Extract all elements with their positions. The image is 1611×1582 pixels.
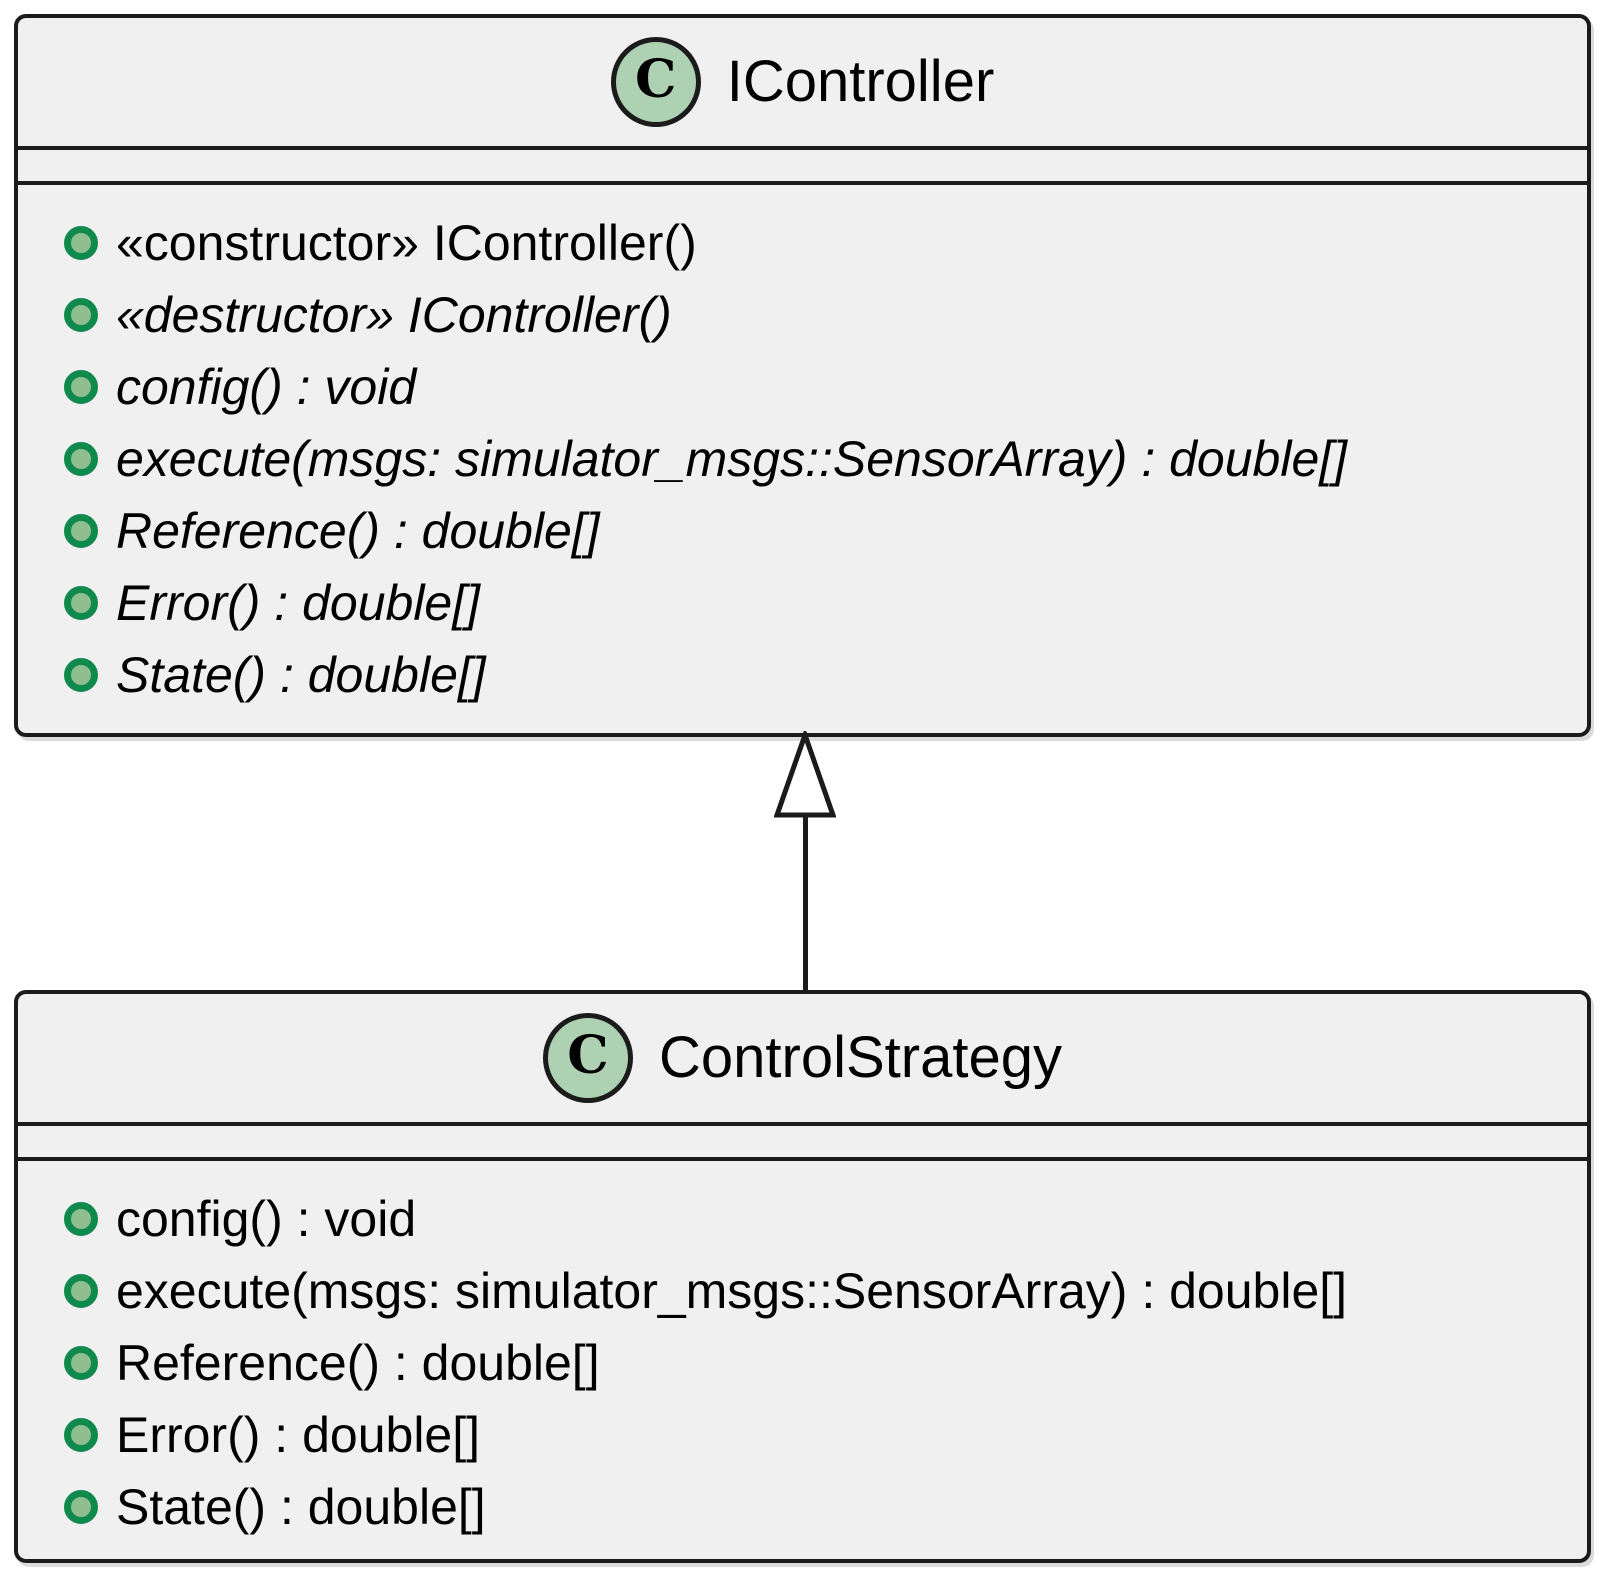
method-row: execute(msgs: simulator_msgs::SensorArra… xyxy=(64,1255,1567,1327)
method-row: config() : void xyxy=(64,1183,1567,1255)
compartment-divider xyxy=(18,1122,1587,1126)
public-visibility-icon xyxy=(64,658,98,692)
method-signature: Reference() : double[] xyxy=(116,503,600,559)
method-row: «constructor» IController() xyxy=(64,207,1567,279)
method-row: config() : void xyxy=(64,351,1567,423)
method-signature: «destructor» IController() xyxy=(116,287,672,343)
methods-compartment: config() : void execute(msgs: simulator_… xyxy=(18,1161,1587,1543)
method-signature: execute(msgs: simulator_msgs::SensorArra… xyxy=(116,1263,1348,1319)
class-name-icontroller: IController xyxy=(726,49,995,114)
methods-compartment: «constructor» IController() «destructor»… xyxy=(18,185,1587,711)
inheritance-triangle-icon xyxy=(774,731,836,818)
method-signature: execute(msgs: simulator_msgs::SensorArra… xyxy=(116,431,1348,487)
public-visibility-icon xyxy=(64,1418,98,1452)
class-box-controlstrategy: C ControlStrategy config() : void execut… xyxy=(14,990,1591,1563)
method-row: Error() : double[] xyxy=(64,567,1567,639)
public-visibility-icon xyxy=(64,1274,98,1308)
method-signature: State() : double[] xyxy=(116,1479,486,1535)
fields-compartment-empty xyxy=(18,150,1587,181)
compartment-divider xyxy=(18,1157,1587,1161)
method-signature: config() : void xyxy=(116,1191,417,1247)
method-signature: config() : void xyxy=(116,359,417,415)
method-row: Error() : double[] xyxy=(64,1399,1567,1471)
method-signature: State() : double[] xyxy=(116,647,486,703)
method-row: Reference() : double[] xyxy=(64,1327,1567,1399)
class-stereotype-letter: C xyxy=(635,49,677,110)
public-visibility-icon xyxy=(64,514,98,548)
fields-compartment-empty xyxy=(18,1126,1587,1157)
inheritance-connector-line xyxy=(803,813,808,992)
class-stereotype-icon: C xyxy=(543,1013,633,1103)
class-header-controlstrategy: C ControlStrategy xyxy=(18,994,1587,1122)
class-stereotype-letter: C xyxy=(567,1025,609,1086)
method-row: «destructor» IController() xyxy=(64,279,1567,351)
method-row: Reference() : double[] xyxy=(64,495,1567,567)
method-row: State() : double[] xyxy=(64,639,1567,711)
method-row: State() : double[] xyxy=(64,1471,1567,1543)
method-signature: Error() : double[] xyxy=(116,1407,481,1463)
class-name-controlstrategy: ControlStrategy xyxy=(659,1025,1062,1090)
public-visibility-icon xyxy=(64,370,98,404)
method-row: execute(msgs: simulator_msgs::SensorArra… xyxy=(64,423,1567,495)
public-visibility-icon xyxy=(64,1202,98,1236)
class-header-icontroller: C IController xyxy=(18,18,1587,146)
public-visibility-icon xyxy=(64,298,98,332)
public-visibility-icon xyxy=(64,1490,98,1524)
public-visibility-icon xyxy=(64,1346,98,1380)
compartment-divider xyxy=(18,146,1587,150)
public-visibility-icon xyxy=(64,226,98,260)
compartment-divider xyxy=(18,181,1587,185)
class-stereotype-icon: C xyxy=(610,37,701,127)
class-box-icontroller: C IController «constructor» IController(… xyxy=(14,14,1591,737)
method-signature: Reference() : double[] xyxy=(116,1335,600,1391)
method-signature: Error() : double[] xyxy=(116,575,481,631)
public-visibility-icon xyxy=(64,586,98,620)
public-visibility-icon xyxy=(64,442,98,476)
method-signature: «constructor» IController() xyxy=(116,215,697,271)
